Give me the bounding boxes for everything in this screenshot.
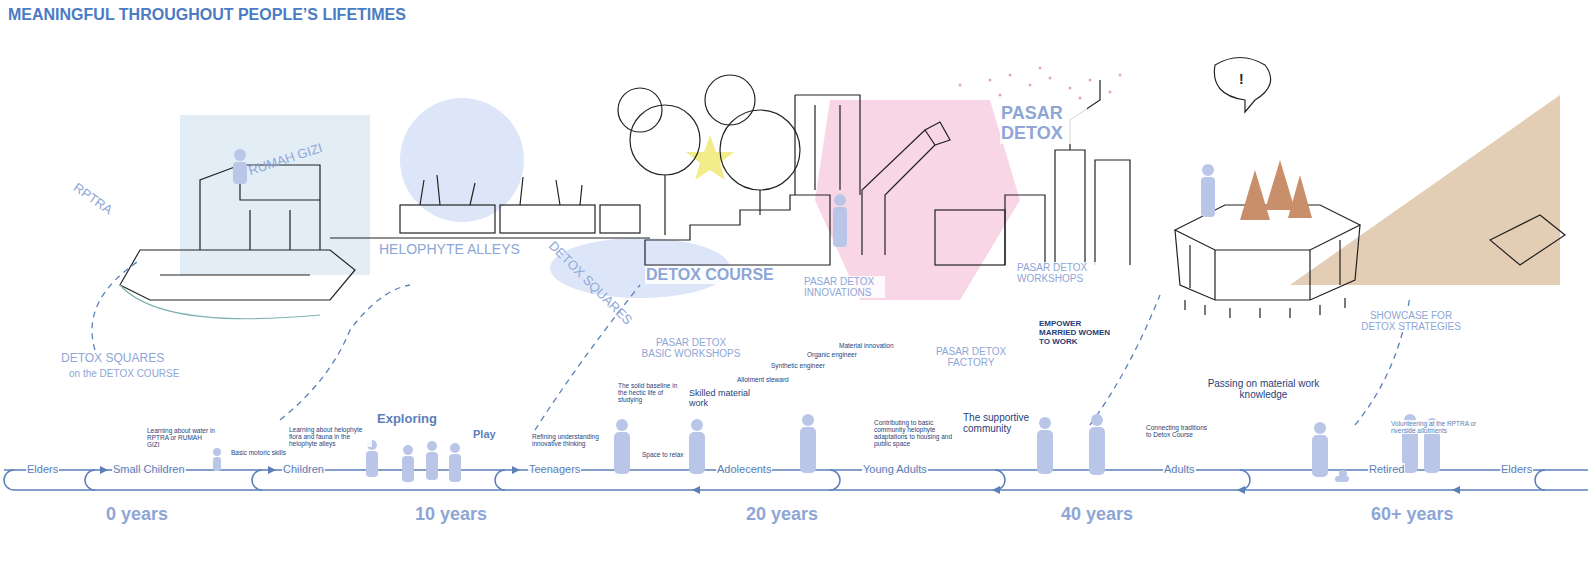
label: PASAR DETOX INNOVATIONS bbox=[803, 276, 885, 298]
label: DETOX SQUARES bbox=[545, 238, 636, 329]
color-field bbox=[400, 98, 524, 222]
color-field bbox=[815, 100, 1020, 300]
label: Small Children bbox=[112, 463, 186, 475]
label: SHOWCASE FOR DETOX STRATEGIES bbox=[1360, 310, 1462, 332]
label: 0 years bbox=[105, 505, 169, 525]
label: 10 years bbox=[414, 505, 488, 525]
label: PASAR DETOX FACTORY bbox=[925, 346, 1017, 368]
label: Organic engineer bbox=[806, 351, 858, 358]
label: 40 years bbox=[1060, 505, 1134, 525]
label: on the DETOX COURSE bbox=[68, 368, 180, 379]
label: Play bbox=[472, 428, 497, 440]
label: Elders bbox=[26, 463, 59, 475]
label: Material innovation bbox=[838, 342, 895, 349]
color-field bbox=[1290, 95, 1560, 285]
label: EMPOWER MARRIED WOMEN TO WORK bbox=[1038, 320, 1112, 346]
label: 60+ years bbox=[1370, 505, 1455, 525]
label: Teenagers bbox=[528, 463, 581, 475]
label: Learning about helophyte flora and fauna… bbox=[288, 426, 372, 447]
label: Space to relax bbox=[641, 451, 685, 458]
label: Basic motoric skills bbox=[230, 449, 287, 456]
label: Allotment steward bbox=[736, 376, 790, 383]
label: PASAR DETOX BASIC WORKSHOPS bbox=[640, 337, 742, 359]
timeline bbox=[4, 470, 1588, 490]
label: Exploring bbox=[376, 412, 438, 426]
label: Volunteering at the RPTRA or riverside a… bbox=[1390, 420, 1502, 434]
label: PASAR DETOX bbox=[1000, 104, 1087, 144]
label: The supportive community bbox=[962, 412, 1036, 434]
label: ! bbox=[1238, 72, 1245, 87]
label: 20 years bbox=[745, 505, 819, 525]
label: Synthetic engineer bbox=[770, 362, 826, 369]
title: MEANINGFUL THROUGHOUT PEOPLE’S LIFETIMES bbox=[8, 6, 406, 24]
label: Adolecents bbox=[716, 463, 772, 475]
label: Retired bbox=[1368, 463, 1405, 475]
label: Passing on material work knowledge bbox=[1205, 378, 1322, 400]
label: Adults bbox=[1163, 463, 1196, 475]
label: Young Adults bbox=[862, 463, 928, 475]
label: RPTRA bbox=[70, 180, 116, 218]
label: Connecting traditions to Detox Course bbox=[1145, 424, 1209, 438]
label: The solid baseline in the hectic life of… bbox=[617, 382, 687, 403]
label: Learning about water in RPTRA or RUMAH G… bbox=[146, 427, 216, 448]
label: DETOX SQUARES bbox=[60, 352, 165, 365]
leader-line bbox=[92, 260, 1410, 430]
label: Children bbox=[282, 463, 325, 475]
line-drawing bbox=[120, 58, 1565, 319]
label: HELOPHYTE ALLEYS bbox=[378, 242, 521, 257]
label: DETOX COURSE bbox=[645, 266, 775, 284]
dot-field bbox=[959, 67, 1122, 100]
label: Elders bbox=[1500, 463, 1533, 475]
label: RUMAH GIZI bbox=[246, 141, 325, 179]
label: Refining understanding innovative thinki… bbox=[531, 433, 611, 447]
color-field bbox=[180, 115, 370, 275]
cone-symbol bbox=[1240, 160, 1312, 220]
person-silhouette bbox=[213, 149, 1440, 482]
label: Contributing to basic community helophyt… bbox=[873, 419, 963, 448]
label: Skilled material work bbox=[688, 389, 752, 409]
label: PASAR DETOX WORKSHOPS bbox=[1016, 262, 1098, 284]
